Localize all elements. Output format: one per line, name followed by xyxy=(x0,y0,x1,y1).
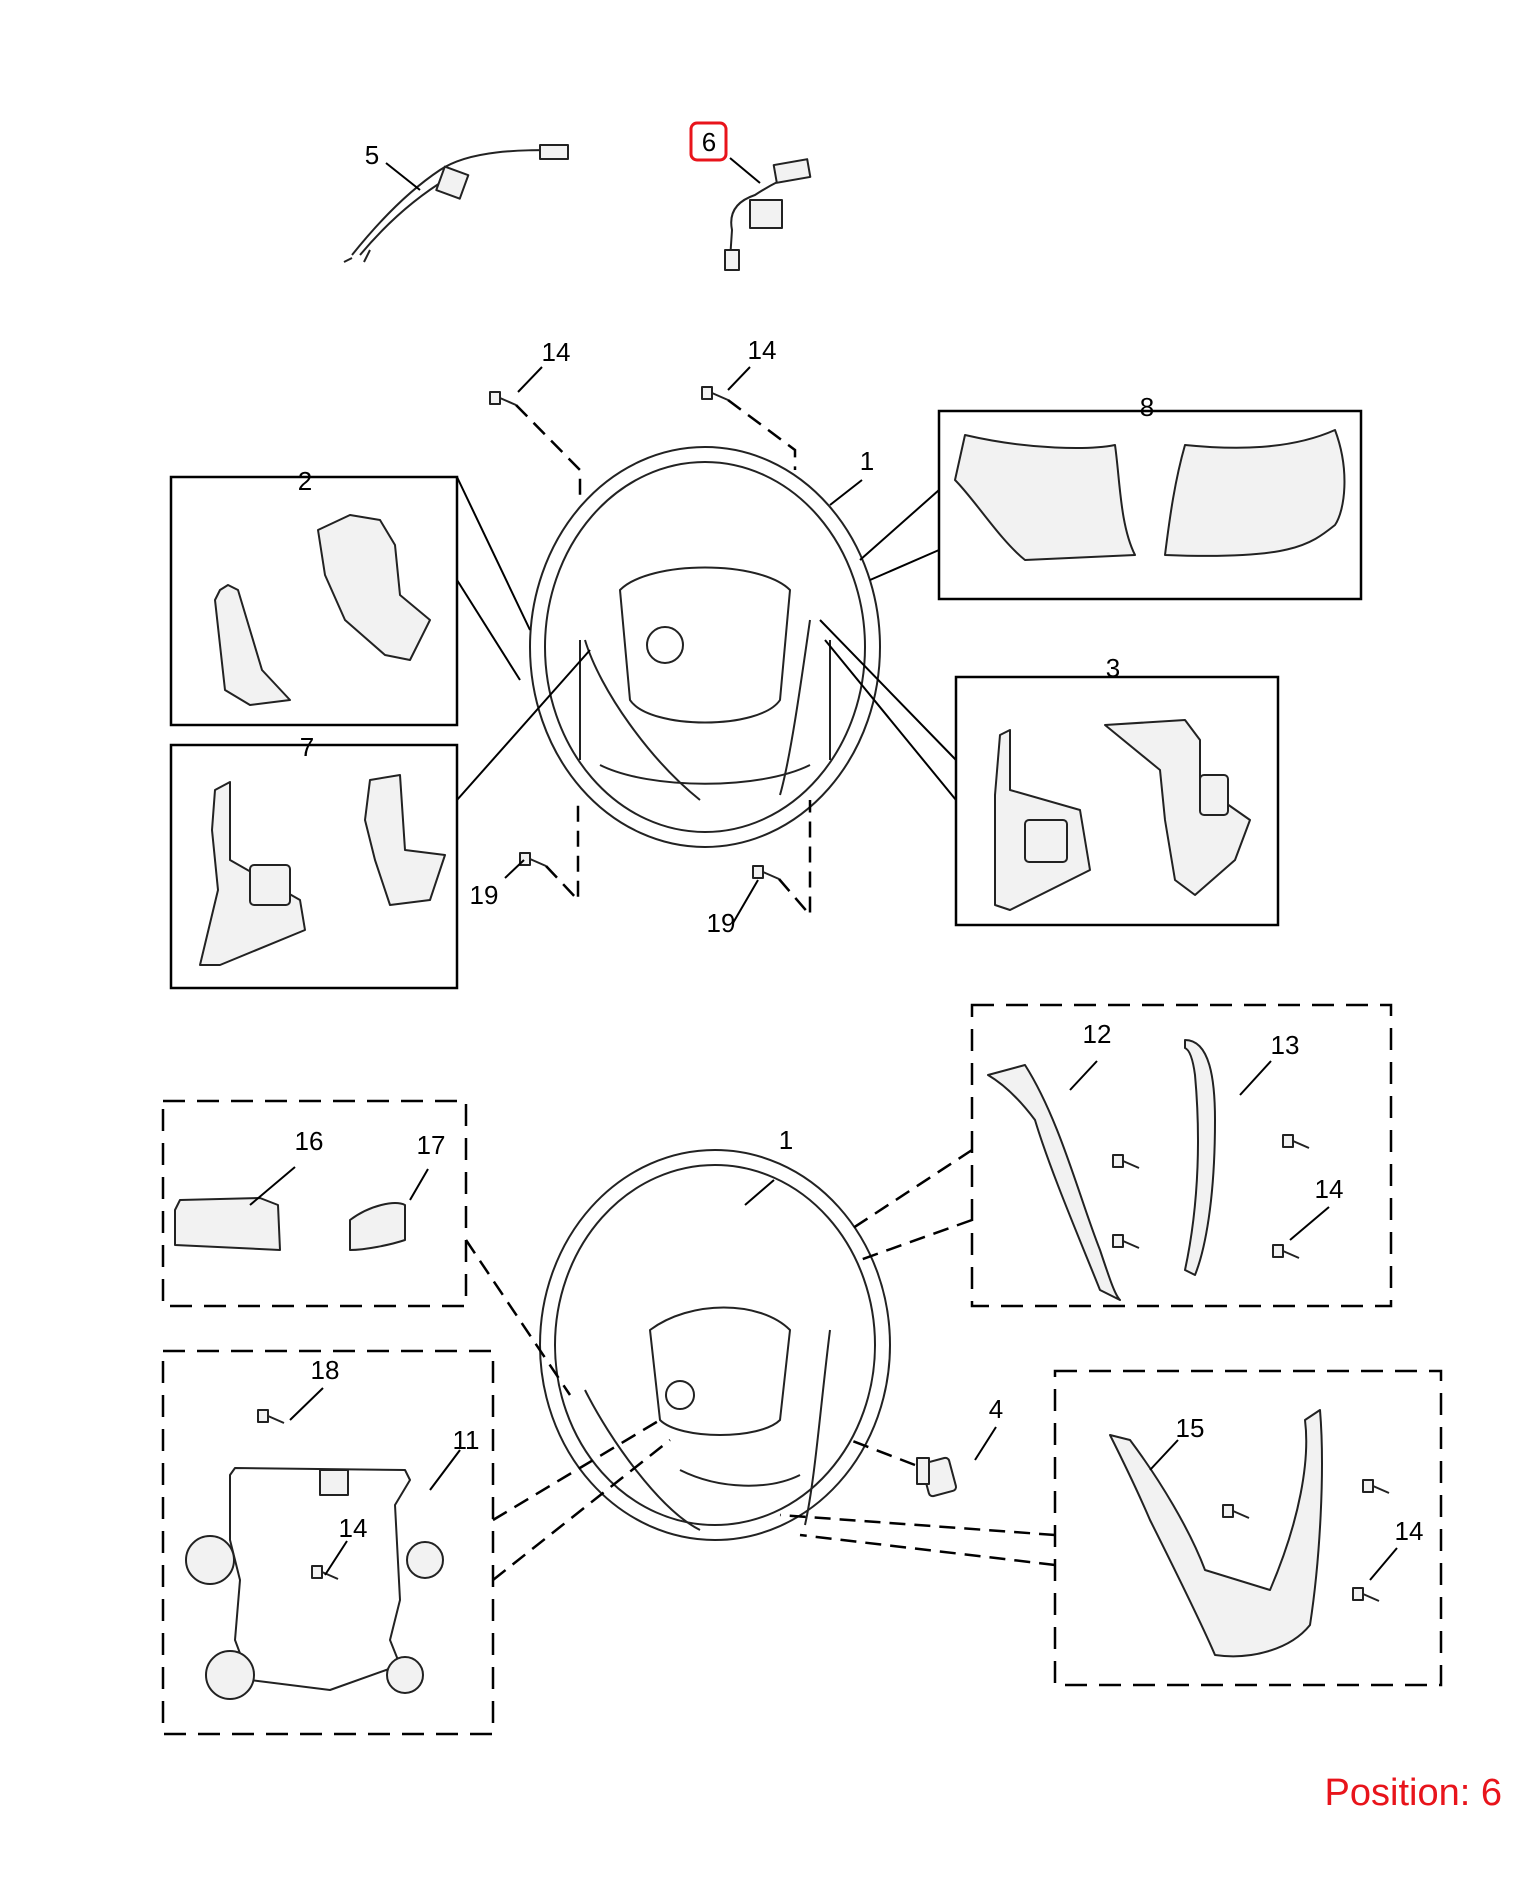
dashed-box-16-17 xyxy=(161,1099,468,1308)
trim-cover-8 xyxy=(954,429,1346,561)
box-7 xyxy=(169,743,459,990)
wiring-harness-6 xyxy=(724,158,812,271)
steering-wheel-lower xyxy=(539,1149,891,1541)
callout-14e: 14 xyxy=(1395,1516,1424,1546)
callout-19b: 19 xyxy=(707,908,736,938)
callout-2: 2 xyxy=(298,466,312,496)
dashed-box-11 xyxy=(161,1349,495,1736)
callout-7: 7 xyxy=(300,732,314,762)
callout-1b: 1 xyxy=(779,1125,793,1155)
bezel-12-13 xyxy=(987,1039,1216,1301)
callout-8: 8 xyxy=(1140,392,1154,422)
position-indicator: Position: 6 xyxy=(1324,1772,1502,1814)
callout-15: 15 xyxy=(1176,1413,1205,1443)
box-2 xyxy=(169,475,459,727)
callout-11: 11 xyxy=(453,1425,480,1455)
switch-module-3 xyxy=(994,719,1251,911)
callout-3: 3 xyxy=(1106,653,1120,683)
dashed-box-12-13 xyxy=(970,1003,1393,1308)
callout-16: 16 xyxy=(295,1126,324,1156)
bezel-15 xyxy=(1109,1409,1323,1658)
wiring-harness-5 xyxy=(343,144,569,263)
switch-module-2 xyxy=(214,514,431,706)
bolt-icon xyxy=(916,1456,958,1498)
steering-wheel-upper xyxy=(529,446,881,848)
callout-6: 6 xyxy=(702,127,716,157)
callout-14a: 14 xyxy=(542,337,571,367)
switch-module-11 xyxy=(185,1467,444,1700)
screw-icon xyxy=(257,386,1390,1602)
callout-19a: 19 xyxy=(470,880,499,910)
callout-5: 5 xyxy=(365,140,379,170)
callout-4: 4 xyxy=(989,1394,1003,1424)
callout-1a: 1 xyxy=(860,446,874,476)
callout-labels: 5 6 14 14 1 8 2 3 7 19 19 12 13 14 16 17… xyxy=(295,121,1424,1546)
trim-cover-16-17 xyxy=(174,1197,406,1251)
callout-14c: 14 xyxy=(1315,1174,1344,1204)
dashed-guides xyxy=(464,398,1056,1581)
box-8 xyxy=(937,409,1363,601)
callout-13: 13 xyxy=(1271,1030,1300,1060)
callout-17: 17 xyxy=(417,1130,446,1160)
leader-lines xyxy=(249,157,1398,1581)
callout-6-highlight xyxy=(689,121,728,162)
dashed-box-15 xyxy=(1053,1369,1443,1687)
box-3 xyxy=(954,675,1280,927)
switch-module-7 xyxy=(199,774,446,966)
callout-14b: 14 xyxy=(748,335,777,365)
callout-18: 18 xyxy=(311,1355,340,1385)
callout-14d: 14 xyxy=(339,1513,368,1543)
callout-12: 12 xyxy=(1083,1019,1112,1049)
